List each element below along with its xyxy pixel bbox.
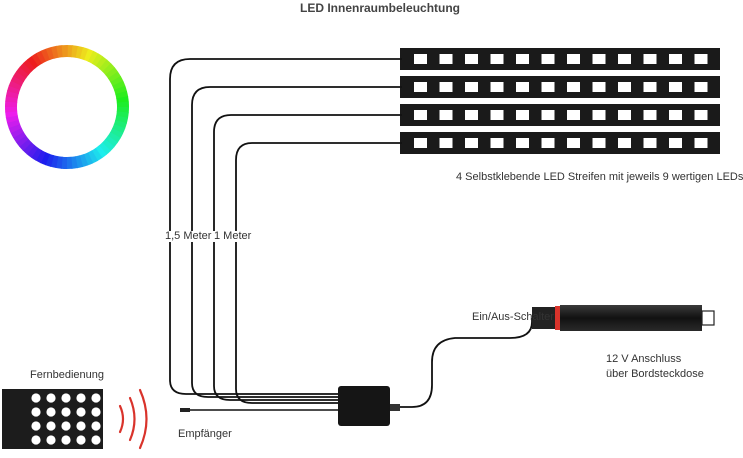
remote-button [46, 407, 56, 417]
led-chip [439, 110, 453, 120]
remote-button [76, 407, 86, 417]
led-chip [465, 138, 478, 148]
led-chip [414, 138, 427, 148]
cable-3 [213, 114, 402, 401]
led-chip [669, 82, 682, 92]
led-chip [618, 82, 631, 92]
led-chip [439, 54, 453, 64]
led-chip [694, 138, 708, 148]
led-chip [669, 110, 682, 120]
remote-button [91, 435, 101, 445]
remote-button [91, 393, 101, 403]
receiver-label: Empfänger [178, 428, 232, 440]
cable-length-label-long: 1,5 Meter [163, 230, 214, 242]
remote-button [91, 407, 101, 417]
led-chip [414, 82, 427, 92]
led-chip [541, 110, 555, 120]
remote-button [46, 435, 56, 445]
led-chip [490, 54, 504, 64]
led-chip [669, 138, 682, 148]
remote-button [31, 393, 41, 403]
cable-1 [169, 58, 402, 395]
led-chip [643, 82, 657, 92]
remote-button [61, 421, 71, 431]
page-title: LED Innenraumbeleuchtung [300, 1, 461, 15]
led-chip [643, 110, 657, 120]
led-chip [694, 82, 708, 92]
led-strip-icon [400, 48, 720, 70]
led-chip [618, 54, 631, 64]
strips-label: 4 Selbstklebende LED Streifen mit jeweil… [456, 171, 743, 183]
led-chip [567, 82, 580, 92]
led-chip [490, 110, 504, 120]
led-strip-icon [400, 76, 720, 98]
remote-control-icon [2, 389, 103, 449]
remote-button [76, 435, 86, 445]
signal-waves-icon [118, 388, 148, 450]
led-chip [516, 82, 529, 92]
led-chip [694, 54, 708, 64]
plug-label-line2: über Bordsteckdose [606, 368, 704, 380]
led-chip [439, 82, 453, 92]
led-chip [490, 138, 504, 148]
led-strip-icon [400, 132, 720, 154]
plug-label-line1: 12 V Anschluss [606, 353, 682, 365]
remote-button [61, 393, 71, 403]
led-chip [618, 138, 631, 148]
led-chip [592, 138, 606, 148]
cable-2 [191, 86, 402, 398]
remote-button [46, 421, 56, 431]
led-chip [669, 54, 682, 64]
power-switch-button[interactable] [555, 306, 560, 330]
remote-button [91, 421, 101, 431]
led-chip [541, 138, 555, 148]
led-chip [567, 54, 580, 64]
led-chip [516, 54, 529, 64]
remote-button [76, 393, 86, 403]
remote-button [61, 407, 71, 417]
led-chip [592, 110, 606, 120]
car-plug-icon [532, 305, 715, 331]
strip-cables [169, 58, 402, 404]
led-chip [465, 54, 478, 64]
control-box-icon [338, 386, 390, 426]
led-chip [694, 110, 708, 120]
led-chip [618, 110, 631, 120]
led-chip [490, 82, 504, 92]
led-chip [414, 54, 427, 64]
remote-button [46, 393, 56, 403]
led-chip [541, 82, 555, 92]
remote-button [76, 421, 86, 431]
switch-cable [390, 318, 533, 411]
led-chip [567, 110, 580, 120]
led-strips [400, 48, 720, 154]
led-chip [643, 54, 657, 64]
cable-length-label-short: 1 Meter [212, 230, 254, 242]
switch-label: Ein/Aus-Schalter [472, 311, 554, 323]
led-chip [516, 110, 529, 120]
remote-button [31, 435, 41, 445]
receiver-cable [180, 408, 338, 412]
remote-button [61, 435, 71, 445]
led-chip [567, 138, 580, 148]
led-chip [465, 110, 478, 120]
cable-4 [235, 142, 402, 404]
led-chip [643, 138, 657, 148]
led-chip [516, 138, 529, 148]
led-strip-icon [400, 104, 720, 126]
color-wheel-icon [4, 44, 129, 169]
remote-button [31, 407, 41, 417]
diagram-canvas [2, 44, 720, 450]
led-chip [592, 82, 606, 92]
led-chip [414, 110, 427, 120]
led-chip [541, 54, 555, 64]
remote-label: Fernbedienung [30, 369, 105, 381]
remote-button [31, 421, 41, 431]
led-chip [465, 82, 478, 92]
led-chip [439, 138, 453, 148]
led-chip [592, 54, 606, 64]
